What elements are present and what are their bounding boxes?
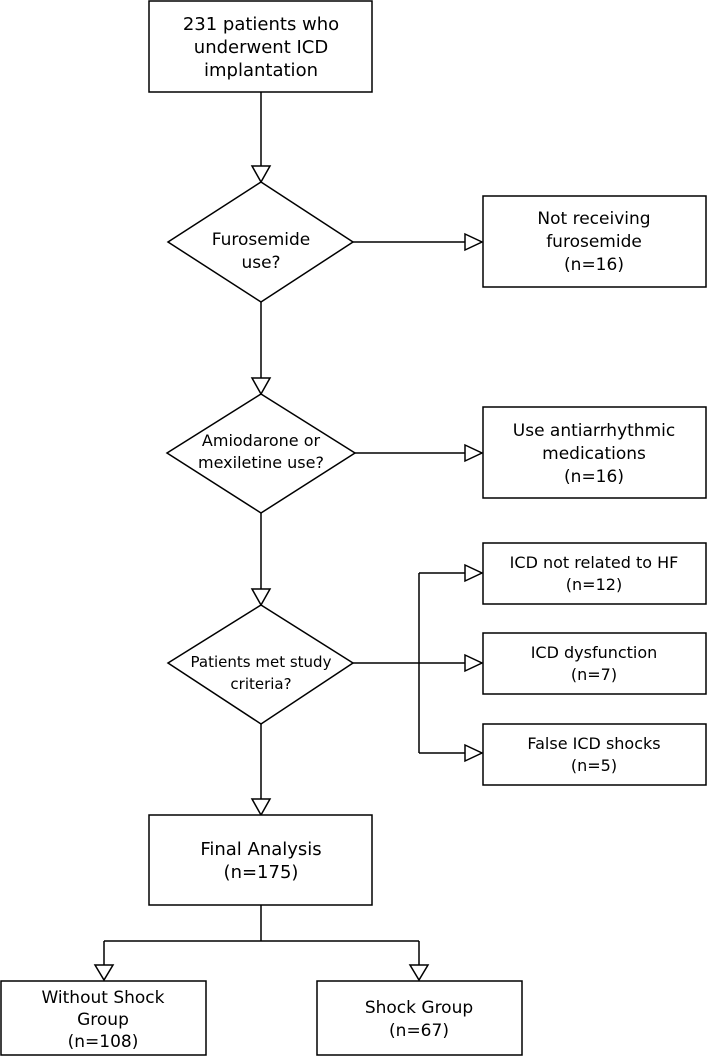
exclusion-furosemide-box: Not receiving furosemide (n=16) [482, 195, 707, 288]
decision-furosemide-line-1: Furosemide [212, 230, 311, 250]
arrowhead-right-icon [464, 443, 484, 463]
exclusion-furosemide-line-3: (n=16) [564, 255, 624, 275]
exclusion-dysfunction-box: ICD dysfunction (n=7) [482, 632, 707, 695]
group-no-shock-line-1: Without Shock [41, 988, 164, 1008]
arrowhead-down-icon [250, 377, 272, 396]
exclusion-antiarrhythmic-line-2: medications [542, 444, 646, 464]
exclusion-false-shocks-line-1: False ICD shocks [527, 734, 660, 753]
connectors [103, 92, 465, 965]
arrowhead-right-icon [464, 563, 484, 583]
group-shock-line-2: (n=67) [389, 1021, 449, 1041]
start-line-3: implantation [204, 60, 318, 81]
final-analysis-line-2: (n=175) [224, 862, 299, 883]
arrowhead-down-icon [408, 964, 430, 982]
exclusion-dysfunction-line-2: (n=7) [571, 665, 617, 684]
arrowhead-down-icon [250, 165, 272, 184]
start-box: 231 patients who underwent ICD implantat… [148, 0, 373, 93]
exclusion-not-hf-line-2: (n=12) [566, 575, 622, 594]
exclusion-antiarrhythmic-line-1: Use antiarrhythmic [513, 421, 675, 441]
decision-criteria-line-1: Patients met study [191, 653, 332, 671]
arrowhead-down-icon [93, 964, 115, 982]
decision-furosemide: Furosemide use? [166, 181, 355, 303]
group-no-shock-line-3: (n=108) [68, 1032, 139, 1052]
group-no-shock-box: Without Shock Group (n=108) [0, 980, 207, 1056]
exclusion-not-hf-line-1: ICD not related to HF [510, 553, 679, 572]
exclusion-dysfunction-line-1: ICD dysfunction [531, 643, 658, 662]
final-analysis-box: Final Analysis (n=175) [148, 814, 373, 906]
arrowhead-right-icon [464, 232, 484, 252]
start-line-2: underwent ICD [194, 37, 328, 58]
exclusion-antiarrhythmic-line-3: (n=16) [564, 467, 624, 487]
exclusion-false-shocks-line-2: (n=5) [571, 756, 617, 775]
decision-criteria: Patients met study criteria? [166, 604, 355, 725]
decision-criteria-line-2: criteria? [230, 675, 291, 693]
arrowheads [93, 165, 484, 982]
arrowhead-down-icon [250, 588, 272, 607]
decision-antiarrhythmic: Amiodarone or mexiletine use? [165, 393, 357, 514]
exclusion-false-shocks-box: False ICD shocks (n=5) [482, 723, 707, 786]
final-analysis-line-1: Final Analysis [200, 839, 321, 860]
exclusion-furosemide-line-2: furosemide [546, 232, 642, 252]
exclusion-antiarrhythmic-box: Use antiarrhythmic medications (n=16) [482, 406, 707, 499]
exclusion-not-hf-box: ICD not related to HF (n=12) [482, 542, 707, 605]
arrowhead-down-icon [250, 798, 272, 817]
group-no-shock-line-2: Group [77, 1010, 129, 1030]
decision-antiarrhythmic-line-1: Amiodarone or [202, 431, 321, 450]
group-shock-line-1: Shock Group [365, 998, 473, 1018]
arrowhead-right-icon [464, 743, 484, 763]
decision-antiarrhythmic-line-2: mexiletine use? [198, 453, 324, 472]
arrowhead-right-icon [464, 653, 484, 673]
exclusion-furosemide-line-1: Not receiving [537, 209, 650, 229]
start-line-1: 231 patients who [183, 14, 339, 35]
decision-furosemide-line-2: use? [241, 253, 280, 273]
group-shock-box: Shock Group (n=67) [316, 980, 523, 1056]
